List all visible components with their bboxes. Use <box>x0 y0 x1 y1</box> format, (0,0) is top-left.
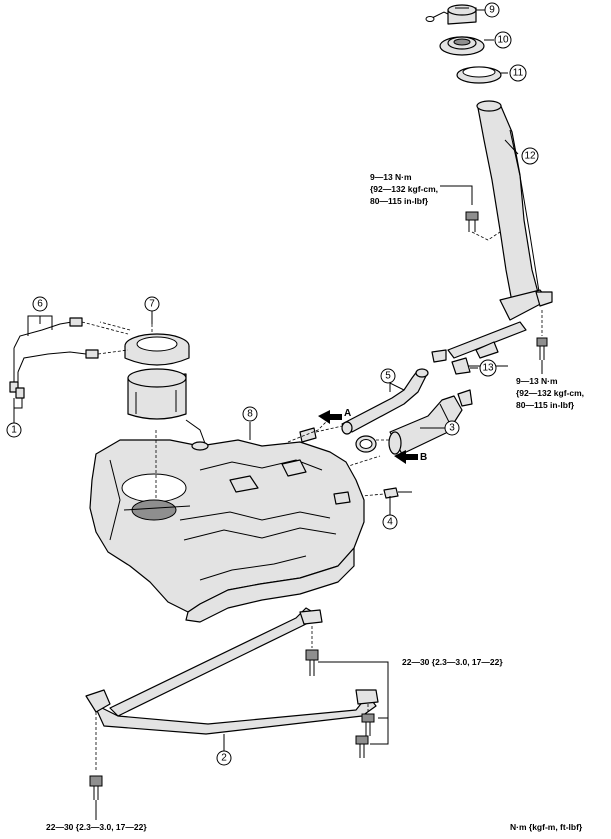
callout-3: 3 <box>444 420 460 436</box>
torque-right-line2: {92—132 kgf-cm, <box>516 388 584 398</box>
callout-11-label: 11 <box>513 68 524 79</box>
strap-torque-leader <box>318 661 389 745</box>
callout-4-label: 4 <box>387 517 393 528</box>
fuel-tank <box>89 430 365 623</box>
callout-12-label: 12 <box>524 151 536 162</box>
callout-13-label: 13 <box>482 363 494 374</box>
torque-spec-bottom: 22—30 {2.3—3.0, 17—22} <box>46 822 147 832</box>
callout-2: 2 <box>216 750 232 766</box>
tank-mounting-strap <box>85 607 379 770</box>
callout-8: 8 <box>242 406 258 422</box>
filler-neck-ring <box>456 66 502 84</box>
callout-6: 6 <box>32 296 48 312</box>
callout-5: 5 <box>380 368 396 384</box>
flow-label-a: A <box>344 408 351 419</box>
callout-5-label: 5 <box>385 371 391 382</box>
callout-1-label: 1 <box>11 425 17 436</box>
callout-2-label: 2 <box>221 753 227 764</box>
callout-1: 1 <box>6 422 22 438</box>
callout-4: 4 <box>382 514 398 530</box>
callout-13: 13 <box>479 359 497 377</box>
strap-bolt-rear-2 <box>355 735 369 758</box>
torque-top-line2: {92—132 kgf-cm, <box>370 184 438 194</box>
torque-top-line3: 80—115 in-lbf} <box>370 196 429 206</box>
filler-neck-gasket <box>439 36 485 56</box>
flow-arrow-a <box>287 410 342 443</box>
callout-3-label: 3 <box>449 423 455 434</box>
callout-7: 7 <box>144 296 160 312</box>
strap-bolt-bottom <box>89 775 103 820</box>
callout-10: 10 <box>494 31 512 49</box>
callout-9-label: 9 <box>489 5 495 16</box>
filler-pipe-bolt-top <box>440 185 501 241</box>
fuel-pump-unit <box>99 300 209 451</box>
torque-spec-right: 9—13 N·m {92—132 kgf-cm, 80—115 in-lbf} <box>516 376 584 410</box>
vent-pipe <box>431 321 527 375</box>
filler-hose <box>355 389 473 455</box>
flow-label-b: B <box>420 452 427 463</box>
torque-spec-strap: 22—30 {2.3—3.0, 17—22} <box>402 657 503 667</box>
callout-9: 9 <box>484 2 500 18</box>
callout-leaders <box>13 9 519 752</box>
torque-right-line1: 9—13 N·m <box>516 376 558 386</box>
callout-10-label: 10 <box>497 35 509 46</box>
torque-spec-top: 9—13 N·m {92—132 kgf-cm, 80—115 in-lbf} <box>370 172 438 206</box>
strap-bolt-front <box>305 626 319 676</box>
units-note: N·m {kgf-m, ft-lbf} <box>510 822 583 832</box>
callout-6-label: 6 <box>37 299 43 310</box>
filler-pipe <box>476 100 553 321</box>
torque-top-line1: 9—13 N·m <box>370 172 412 182</box>
strap-bolt-rear-1 <box>361 704 375 736</box>
torque-right-line3: 80—115 in-lbf} <box>516 400 575 410</box>
callout-7-label: 7 <box>149 299 155 310</box>
vapor-hose <box>299 368 429 443</box>
fuel-filler-cap <box>425 4 477 25</box>
callout-8-label: 8 <box>247 409 253 420</box>
callout-11: 11 <box>509 64 527 82</box>
pump-wiring-harness <box>9 315 129 416</box>
filler-pipe-bolt-right <box>536 310 548 374</box>
callout-12: 12 <box>521 147 539 165</box>
